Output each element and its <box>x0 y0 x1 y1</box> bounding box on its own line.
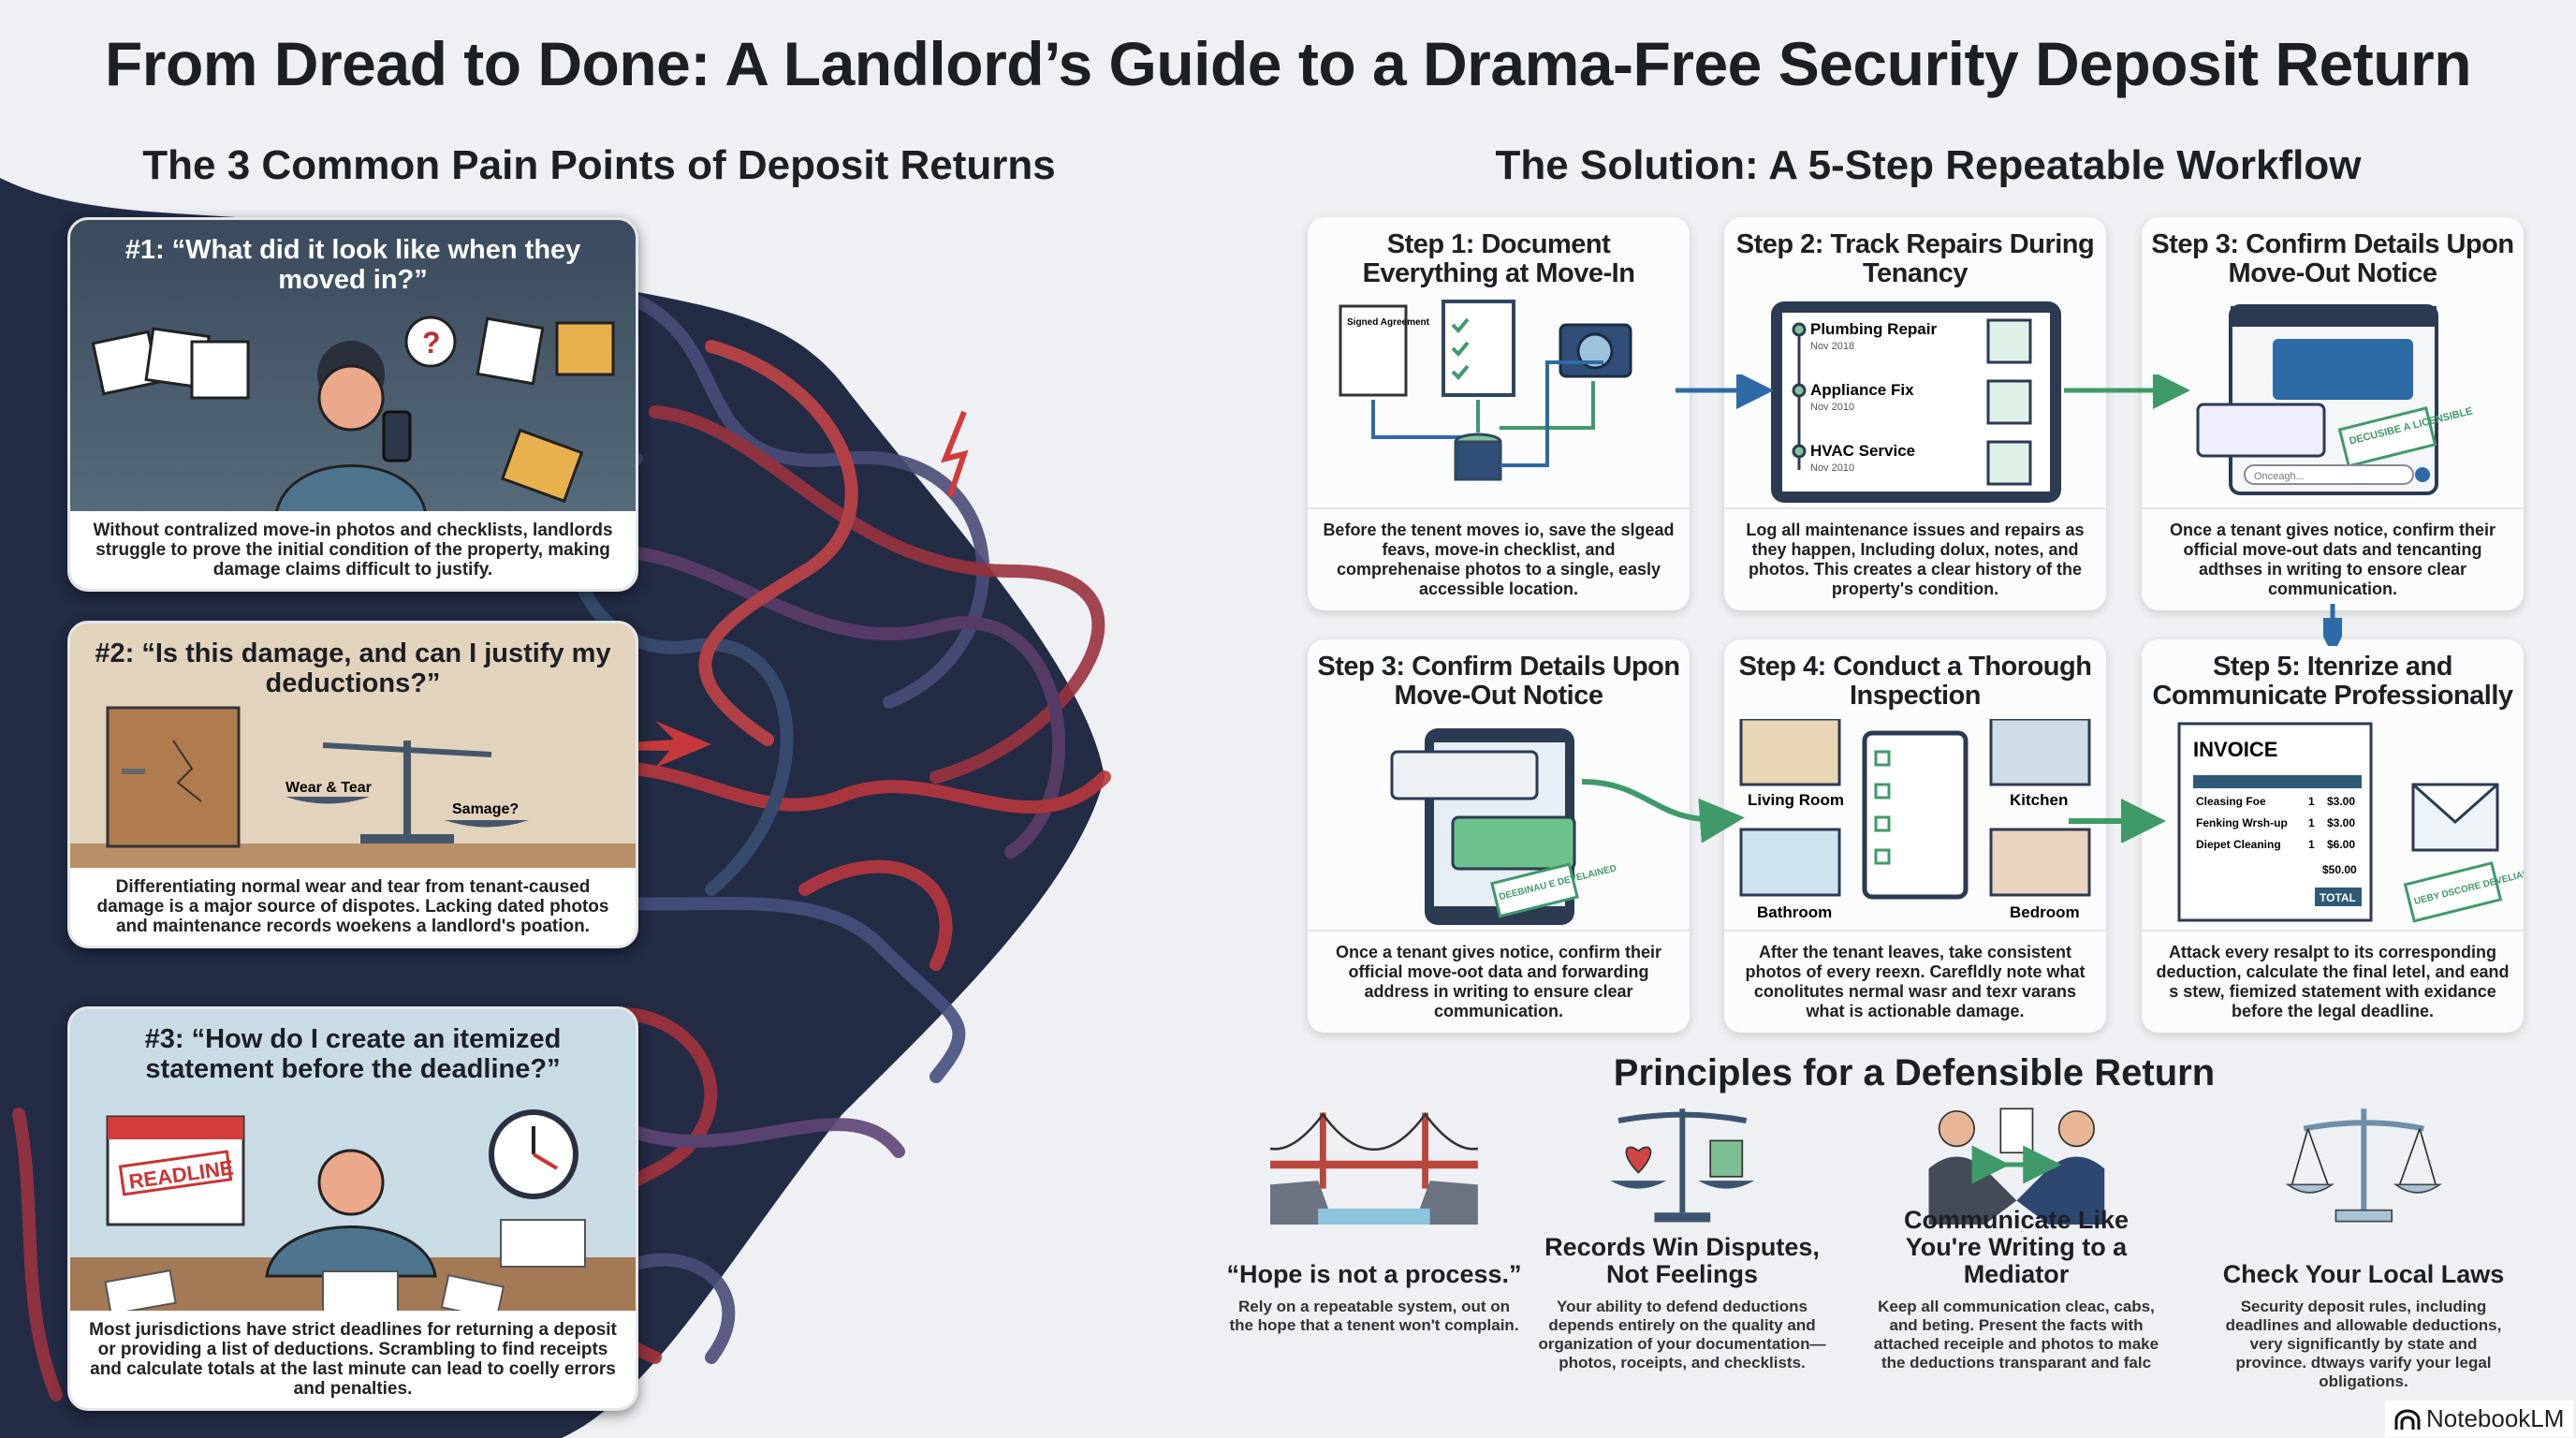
repair-log-name: Appliance Fix <box>1810 381 1914 399</box>
step-description: Once a tenant gives notice, confirm thei… <box>2142 507 2524 610</box>
invoice-total: TOTAL <box>2320 891 2356 904</box>
room-label: Kitchen <box>2010 791 2068 809</box>
invoice-heading: INVOICE <box>2193 738 2277 761</box>
notebooklm-icon <box>2394 1409 2421 1430</box>
message-input: Onceagh... <box>2254 471 2305 482</box>
invoice-item-qty: 1 <box>2308 816 2315 829</box>
room-inspection-illustration: Living Room Kitchen Bathroom Bedroom <box>1739 719 2091 921</box>
repair-log-date: Nov 2018 <box>1810 341 1854 352</box>
stressed-landlord-deadline-illustration: READLINE <box>70 1109 636 1332</box>
principle-title: Check Your Local Laws <box>2222 1260 2505 1288</box>
damaged-door-scale-illustration: Wear & Tear Samage? <box>70 706 636 872</box>
scale-heart-documents-icon <box>1610 1108 1754 1223</box>
room-label: Living Room <box>1748 791 1844 809</box>
damage-label: Samage? <box>452 801 519 817</box>
wear-and-tear-label: Wear & Tear <box>285 780 372 796</box>
pain-point-description: Differentiating normal wear and tear fro… <box>70 868 636 946</box>
pain-point-title: #2: “Is this damage, and can I justify m… <box>95 638 611 698</box>
principle-communicate-mediator: Communicate Like You're Writing to a Med… <box>1866 1105 2166 1372</box>
step-description: Log all maintenance issues and repairs a… <box>1724 507 2106 610</box>
workflow-step-3: Step 3: Confirm Details Upon Move-Out No… <box>2142 217 2524 610</box>
invoice-item-name: Cleasing Foe <box>2196 795 2266 808</box>
pain-point-card-3: #3: “How do I create an itemized stateme… <box>67 1006 638 1411</box>
pain-point-card-1: #1: “What did it look like when they mov… <box>67 217 638 592</box>
invoice-item-qty: 1 <box>2308 838 2315 851</box>
principle-records-win: Records Win Disputes, Not Feelings Your … <box>1532 1105 1832 1372</box>
document-checklist-camera-database-illustration: Signed Agreement <box>1339 300 1632 481</box>
step-title: Step 2: Track Repairs During Tenancy <box>1735 229 2095 288</box>
svg-text:?: ? <box>422 326 441 360</box>
invoice-envelope-illustration: INVOICE Cleasing Foe 1 $3.00 Fenking Wrsh-… <box>2177 722 2524 923</box>
step-title: Step 1: Document Everything at Move-In <box>1362 229 1635 288</box>
phone-messages-illustration: DEEBINAU E DEVELAINED <box>1390 728 1617 925</box>
principle-description: Your ability to defend deductions depend… <box>1538 1298 1826 1372</box>
room-label: Bedroom <box>2010 903 2080 921</box>
pain-points-heading: The 3 Common Pain Points of Deposit Retu… <box>142 142 1056 188</box>
step-title: Step 3: Confirm Details Upon Move-Out No… <box>2151 229 2514 288</box>
workflow-step-2: Step 2: Track Repairs During Tenancy Plu… <box>1724 217 2106 610</box>
principle-title: Communicate Like You're Writing to a Med… <box>1903 1206 2130 1288</box>
signed-agreement-label: Signed Agreement <box>1347 317 1430 328</box>
workflow-step-5: Step 5: Itenrize and Communicate Profess… <box>2142 639 2524 1033</box>
step-description: Before the tenent moves io, save the slg… <box>1308 507 1690 610</box>
invoice-item-amount: $3.00 <box>2327 816 2355 829</box>
workflow-step-1: Step 1: Document Everything at Move-In S… <box>1308 217 1690 610</box>
principle-description: Security deposit rules, including deadli… <box>2225 1298 2502 1390</box>
repair-log-tablet-illustration: Plumbing Repair Nov 2018 Appliance Fix N… <box>1771 301 2061 503</box>
invoice-item-qty: 1 <box>2308 795 2315 808</box>
invoice-item-amount: $3.00 <box>2327 795 2355 808</box>
step-description: Once a tenant gives notice, confirm thei… <box>1308 930 1690 1033</box>
step-description: After the tenant leaves, take consistent… <box>1724 930 2106 1033</box>
brand-name: NotebookLM <box>2426 1404 2565 1432</box>
repair-log-date: Nov 2010 <box>1810 462 1854 474</box>
bridge-icon <box>1270 1112 1478 1225</box>
pain-point-title: #3: “How do I create an itemized stateme… <box>144 1024 562 1084</box>
pain-point-title: #1: “What did it look like when they mov… <box>124 235 581 295</box>
principle-description: Keep all communication cleac, cabs, and … <box>1873 1298 2159 1372</box>
invoice-item-name: Diepet Cleaning <box>2196 838 2281 851</box>
step-title: Step 5: Itenrize and Communicate Profess… <box>2152 652 2513 711</box>
pain-point-card-2: #2: “Is this damage, and can I justify m… <box>67 621 638 948</box>
principles-heading: Principles for a Defensible Return <box>1613 1052 2216 1093</box>
repair-log-name: HVAC Service <box>1810 442 1915 460</box>
principle-check-local-laws: Check Your Local Laws Security deposit r… <box>2214 1105 2513 1391</box>
step-title: Step 3: Confirm Details Upon Move-Out No… <box>1317 652 1680 711</box>
scales-of-justice-icon <box>2285 1108 2442 1223</box>
principle-title: “Hope is not a process.” <box>1226 1260 1522 1288</box>
step-title: Step 4: Conduct a Thorough Inspection <box>1738 652 2092 711</box>
principle-hope-not-process: “Hope is not a process.” Rely on a repea… <box>1224 1105 1524 1335</box>
page-title: From Dread to Done: A Landlord’s Guide t… <box>104 29 2472 98</box>
pain-point-description: Most jurisdictions have strict deadlines… <box>70 1311 636 1408</box>
invoice-subtotal: $50.00 <box>2322 863 2357 876</box>
invoice-item-name: Fenking Wrsh-up <box>2196 816 2288 829</box>
messaging-window-illustration: DECUSIBE A LICENSIBLE Onceagh... <box>2196 304 2474 495</box>
repair-log-date: Nov 2010 <box>1810 402 1854 413</box>
step-description: Attack every resalpt to its correspondin… <box>2142 930 2524 1033</box>
pain-point-description: Without contralized move-in photos and c… <box>70 511 636 589</box>
workflow-step-3-repeat: Step 3: Confirm Details Upon Move-Out No… <box>1308 639 1690 1033</box>
workflow-step-4: Step 4: Conduct a Thorough Inspection Li… <box>1724 639 2106 1033</box>
principle-description: Rely on a repeatable system, out on the … <box>1229 1298 1519 1334</box>
room-label: Bathroom <box>1757 903 1832 921</box>
notebooklm-logo: NotebookLM <box>2385 1401 2574 1437</box>
handshake-document-icon <box>1928 1108 2104 1225</box>
confused-landlord-phone-illustration: ? <box>91 315 615 515</box>
repair-log-name: Plumbing Repair <box>1810 320 1937 338</box>
principle-title: Records Win Disputes, Not Feelings <box>1544 1233 1820 1288</box>
invoice-item-amount: $6.00 <box>2327 838 2355 851</box>
workflow-heading: The Solution: A 5-Step Repeatable Workfl… <box>1495 142 2362 188</box>
